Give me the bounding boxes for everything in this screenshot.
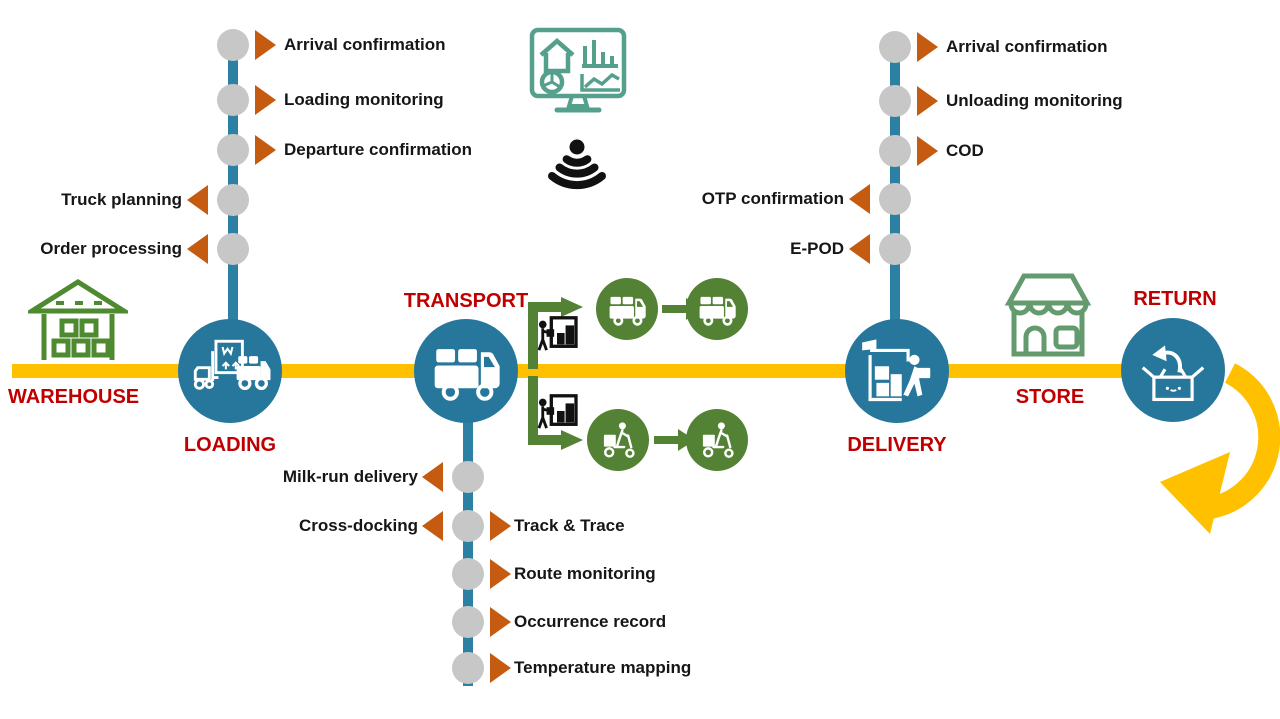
forklift-loading-truck-icon bbox=[193, 339, 271, 390]
flow-truck-circle bbox=[686, 278, 748, 340]
milestone-node bbox=[217, 233, 249, 265]
dock-worker-icon bbox=[536, 392, 578, 430]
milestone-node bbox=[452, 461, 484, 493]
arrow-marker-icon bbox=[490, 559, 511, 589]
transport-branch-line bbox=[463, 402, 473, 686]
monitor-dashboard-icon bbox=[528, 26, 628, 130]
stage-circle-transport bbox=[414, 319, 518, 423]
arrow-marker-icon bbox=[422, 511, 443, 541]
milestone-label: Arrival confirmation bbox=[946, 37, 1108, 56]
arrow-marker-icon bbox=[255, 30, 276, 60]
milestone-label: Occurrence record bbox=[514, 612, 667, 631]
milestone-label: Loading monitoring bbox=[284, 90, 444, 109]
milestone-node bbox=[879, 233, 911, 265]
return-box-icon bbox=[1141, 345, 1205, 402]
courier-scooter-icon bbox=[603, 422, 635, 458]
arrow-marker-icon bbox=[917, 86, 938, 116]
stage-label-transport: TRANSPORT bbox=[403, 290, 529, 312]
stage-circle-delivery bbox=[845, 319, 949, 423]
arrow-marker-icon bbox=[849, 234, 870, 264]
milestone-label: Unloading monitoring bbox=[946, 91, 1123, 110]
milestone-node bbox=[452, 606, 484, 638]
milestone-label: Arrival confirmation bbox=[284, 35, 446, 54]
milestone-node bbox=[217, 184, 249, 216]
stage-label-return: RETURN bbox=[1133, 288, 1217, 310]
arrow-marker-icon bbox=[490, 511, 511, 541]
milestone-node bbox=[217, 134, 249, 166]
timeline-bar bbox=[12, 364, 1122, 378]
flow-courier-circle bbox=[686, 409, 748, 471]
milestone-label: Departure confirmation bbox=[284, 140, 472, 159]
milestone-node bbox=[217, 84, 249, 116]
signal-broadcast-icon bbox=[541, 138, 613, 198]
return-cycle-arrow-icon bbox=[1130, 360, 1280, 650]
delivery-truck-icon bbox=[609, 296, 646, 326]
arrow-marker-icon bbox=[187, 185, 208, 215]
milestone-label: Route monitoring bbox=[514, 564, 656, 583]
milestone-label: Temperature mapping bbox=[514, 658, 692, 677]
stage-label-delivery: DELIVERY bbox=[847, 434, 947, 456]
arrow-marker-icon bbox=[490, 607, 511, 637]
milestone-node bbox=[452, 652, 484, 684]
dock-worker-icon bbox=[536, 314, 578, 352]
milestone-label: Truck planning bbox=[61, 190, 182, 209]
milestone-node bbox=[879, 183, 911, 215]
delivery-handling-icon bbox=[862, 339, 931, 402]
arrow-marker-icon bbox=[187, 234, 208, 264]
stage-circle-return bbox=[1121, 318, 1225, 422]
storefront-icon bbox=[1003, 270, 1093, 360]
milestone-label: Order processing bbox=[40, 239, 182, 258]
milestone-node bbox=[879, 135, 911, 167]
milestone-label: Track & Trace bbox=[514, 516, 625, 535]
milestone-node bbox=[452, 558, 484, 590]
flow-truck-circle bbox=[596, 278, 658, 340]
arrow-marker-icon bbox=[422, 462, 443, 492]
milestone-node bbox=[217, 29, 249, 61]
milestone-node bbox=[879, 85, 911, 117]
arrow-marker-icon bbox=[255, 135, 276, 165]
milestone-node bbox=[452, 510, 484, 542]
arrow-marker-icon bbox=[917, 32, 938, 62]
arrow-marker-icon bbox=[255, 85, 276, 115]
stage-label-store: STORE bbox=[1015, 386, 1085, 408]
arrow-marker-icon bbox=[849, 184, 870, 214]
stage-circle-loading bbox=[178, 319, 282, 423]
milestone-label: OTP confirmation bbox=[701, 189, 844, 208]
warehouse-building-icon bbox=[28, 274, 128, 362]
arrow-marker-icon bbox=[490, 653, 511, 683]
flow-elbow-arrow-icon bbox=[525, 297, 587, 371]
stage-label-loading: LOADING bbox=[183, 434, 277, 456]
milestone-label: COD bbox=[946, 141, 984, 160]
milestone-label: Milk-run delivery bbox=[282, 467, 418, 486]
milestone-label: E-POD bbox=[790, 239, 844, 258]
flow-courier-circle bbox=[587, 409, 649, 471]
delivery-truck-icon bbox=[434, 349, 500, 401]
arrow-marker-icon bbox=[917, 136, 938, 166]
stage-label-warehouse: WAREHOUSE bbox=[8, 386, 140, 408]
milestone-label: Cross-docking bbox=[298, 516, 418, 535]
milestone-node bbox=[879, 31, 911, 63]
flow-elbow-arrow-icon bbox=[525, 374, 587, 452]
